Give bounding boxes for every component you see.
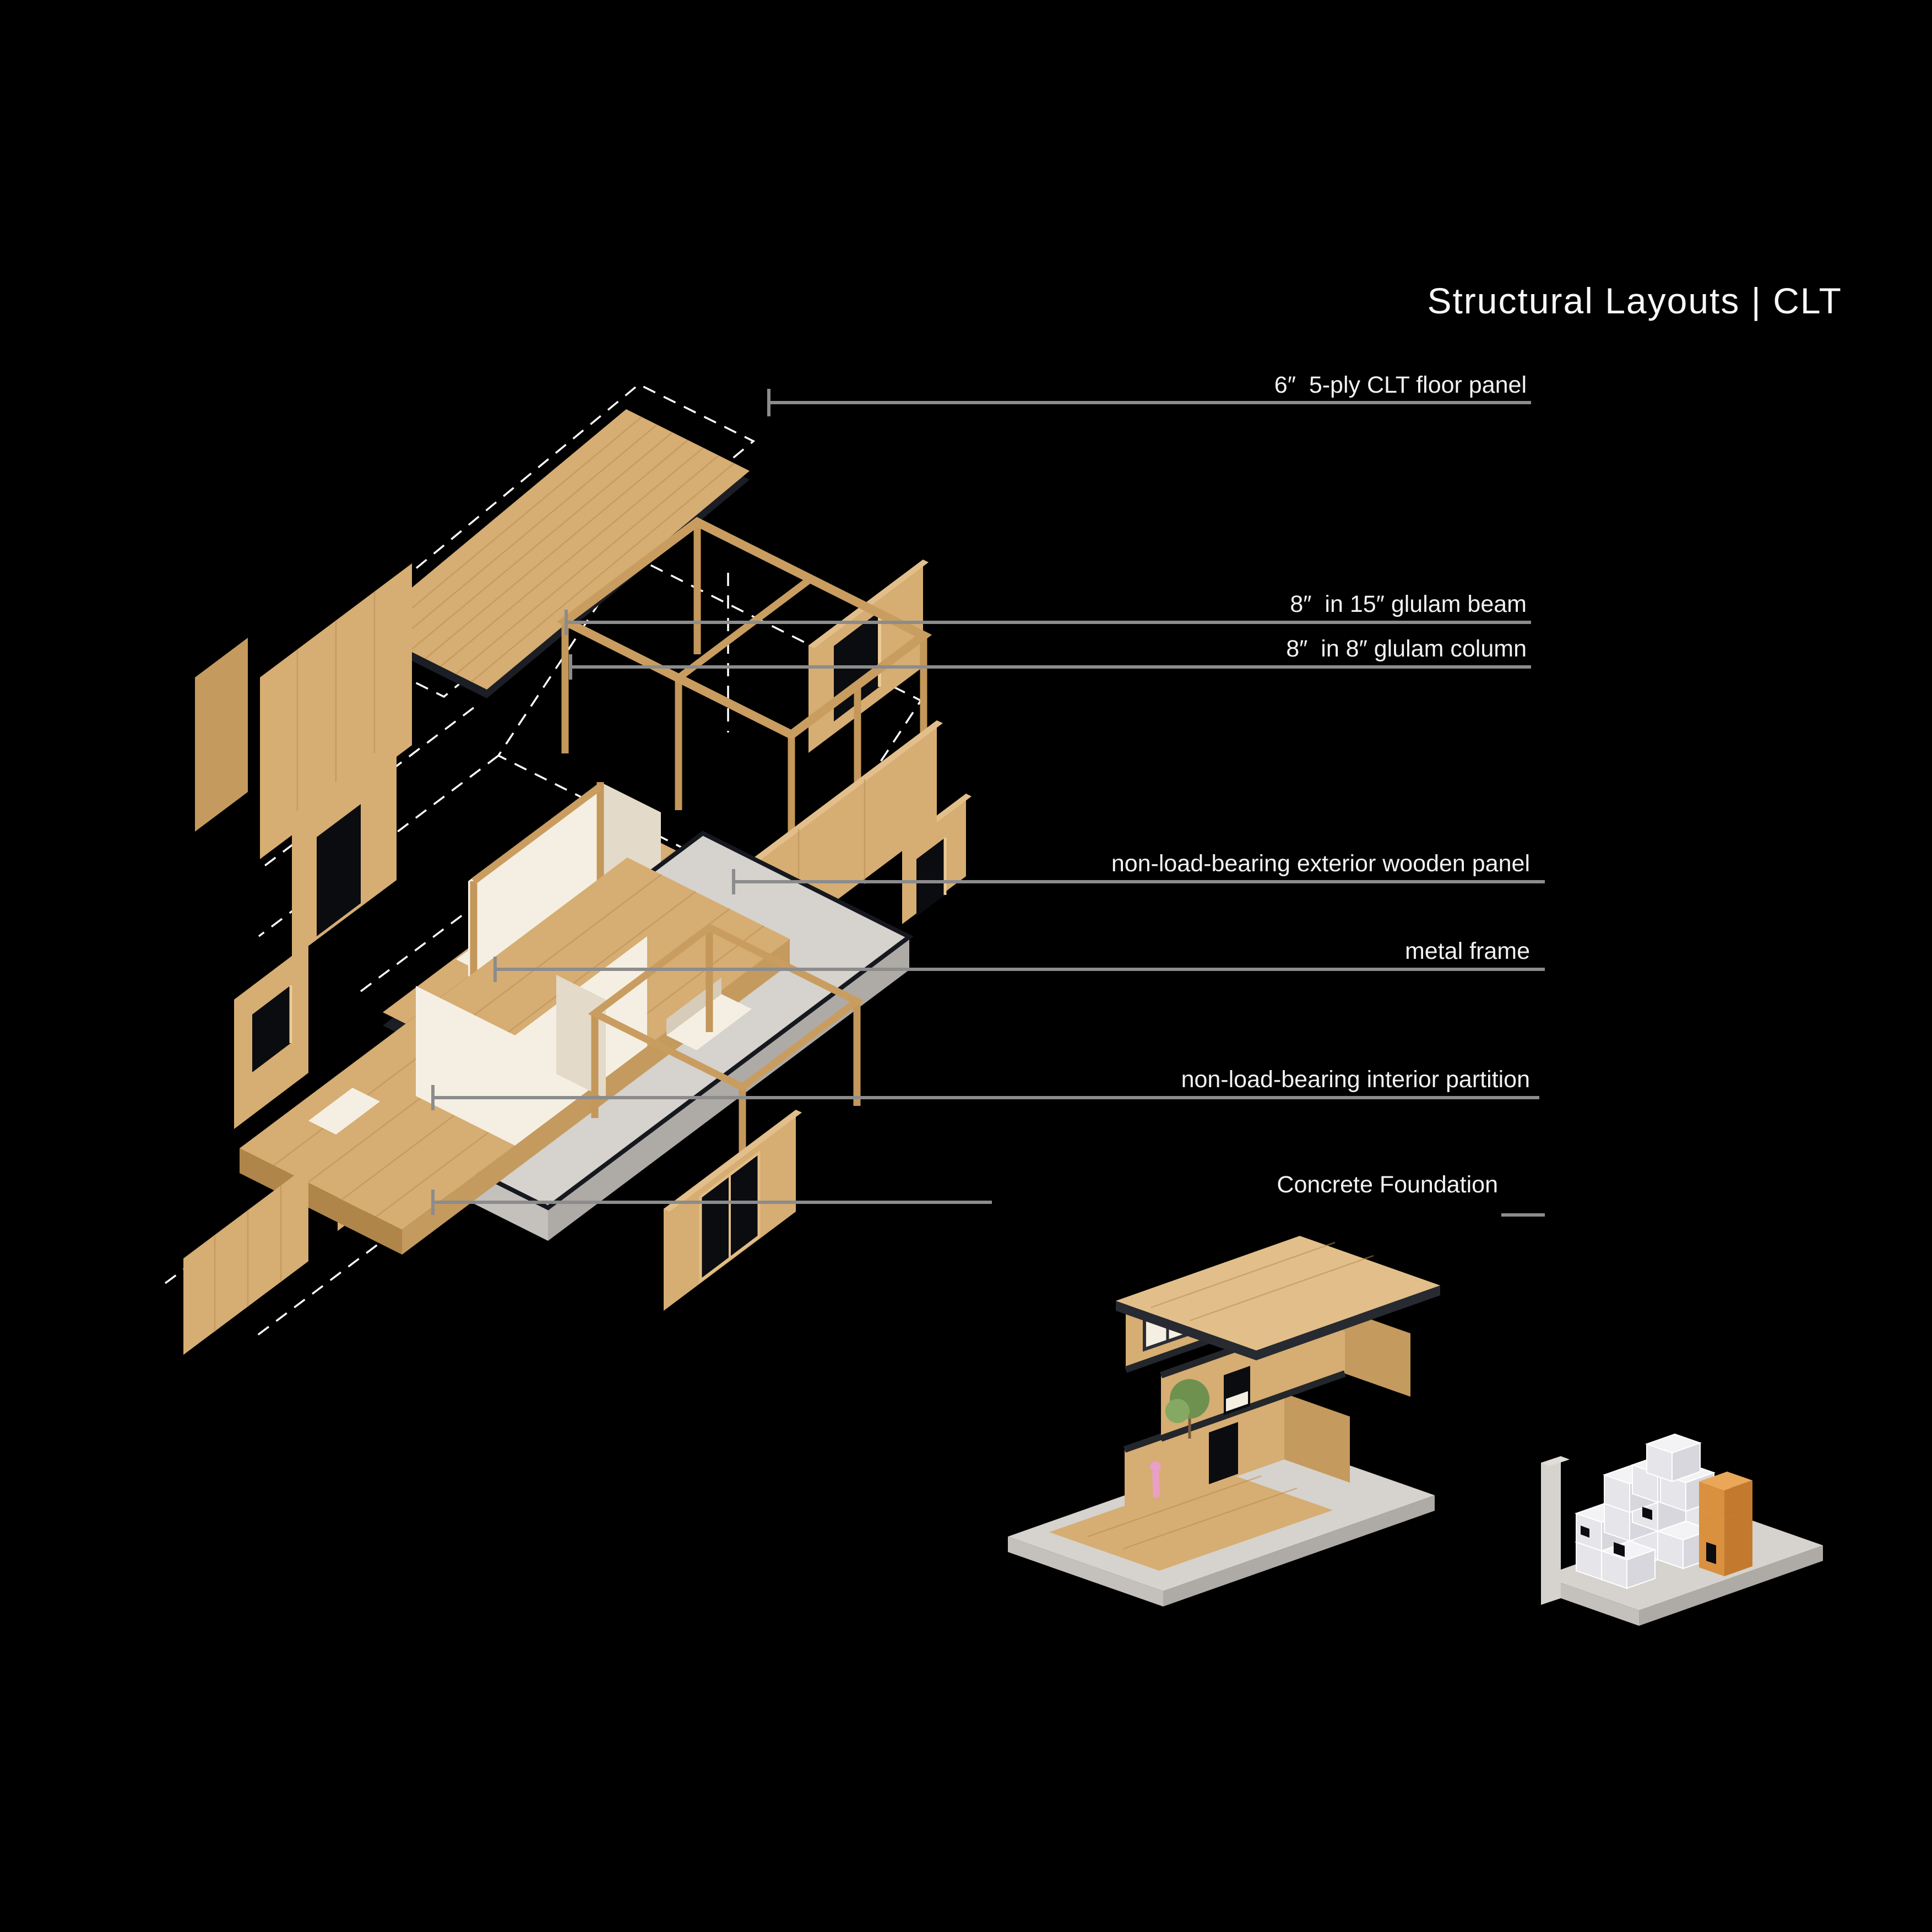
highlighted-module — [1699, 1472, 1752, 1576]
massing-model-figure — [1541, 1433, 1823, 1626]
exterior-panel-sliding-door — [664, 1110, 802, 1311]
label-glulam-column: 8″ in 8″ glulam column — [1286, 636, 1527, 662]
exterior-panel-bottom-left — [183, 1165, 308, 1355]
label-interior-partition: non-load-bearing interior partition — [1181, 1066, 1530, 1093]
leader-foundation — [431, 1190, 1545, 1217]
leader-interior-partition — [431, 1085, 1539, 1110]
clt-floor-panel-shape — [363, 409, 750, 698]
leader-metal-frame — [493, 957, 1545, 982]
label-glulam-beam: 8″ in 15″ glulam beam — [1290, 591, 1527, 617]
label-floor-panel: 6″ 5-ply CLT floor panel — [1274, 372, 1527, 398]
leader-column — [569, 654, 1531, 680]
exploded-axon-figure — [164, 383, 1545, 1355]
house-model-figure — [1008, 1236, 1440, 1607]
label-foundation: Concrete Foundation — [1277, 1171, 1498, 1198]
white-modules — [1574, 1433, 1741, 1589]
glulam-frame-shape — [556, 517, 932, 867]
label-exterior-panel: non-load-bearing exterior wooden panel — [1111, 850, 1530, 877]
leader-beam — [565, 610, 1531, 635]
leader-floor-panel — [767, 389, 1531, 416]
label-metal-frame: metal frame — [1404, 938, 1530, 964]
leader-exterior-panel — [732, 869, 1545, 894]
page-title: Structural Layouts | CLT — [1427, 280, 1842, 321]
leader-lines — [431, 389, 1545, 1217]
